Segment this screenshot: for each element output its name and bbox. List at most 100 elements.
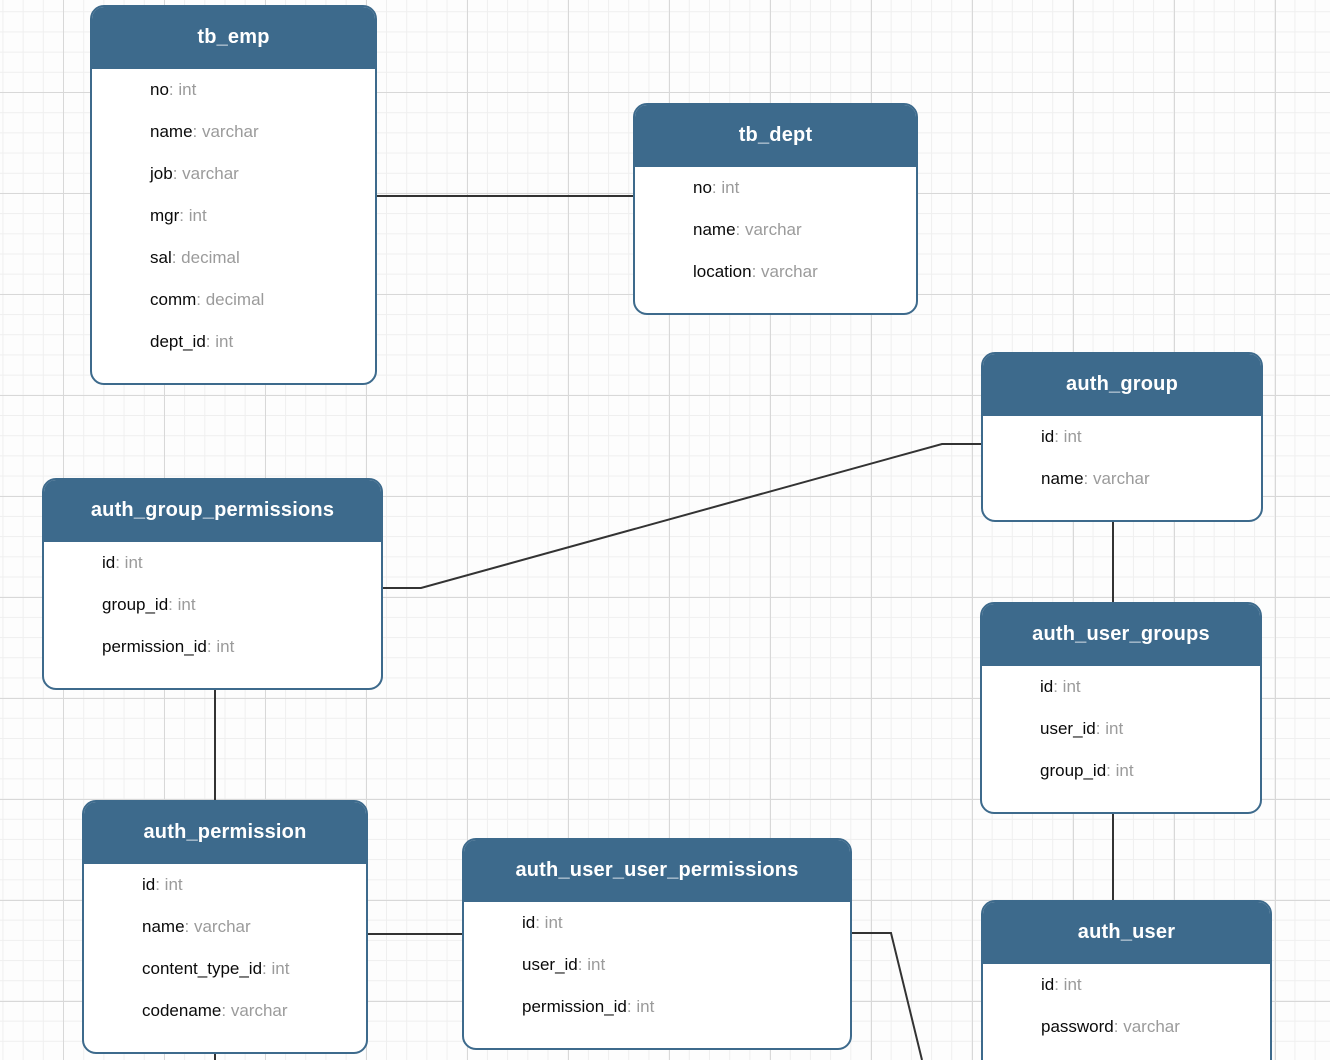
field-type: : int <box>205 332 234 351</box>
entity-title-bar[interactable]: auth_user_groups <box>982 604 1260 666</box>
field-row: id: int <box>522 902 844 944</box>
field-name: user_id <box>522 955 578 974</box>
entity-title: auth_user <box>1077 921 1176 943</box>
field-row: sal: decimal <box>150 237 369 279</box>
entity-title-bar[interactable]: auth_user <box>983 902 1270 964</box>
entity-title-bar[interactable]: tb_dept <box>635 105 916 167</box>
field-name: group_id <box>1040 761 1107 780</box>
field-name: job <box>150 164 173 183</box>
field-name: name <box>150 122 193 141</box>
field-type: : int <box>577 955 606 974</box>
field-row: comm: decimal <box>150 279 369 321</box>
field-name: sal <box>150 248 172 267</box>
entity-title: auth_user_user_permissions <box>515 859 799 881</box>
field-name: permission_id <box>102 637 207 656</box>
entity-title: auth_group <box>1066 373 1178 395</box>
entity-title: tb_emp <box>197 26 270 48</box>
field-type: : varchar <box>221 1001 288 1020</box>
field-row: id: int <box>102 542 375 584</box>
field-row: name: varchar <box>693 209 910 251</box>
entity-title-bar[interactable]: auth_group_permissions <box>44 480 381 542</box>
field-name: name <box>1041 469 1084 488</box>
field-name: permission_id <box>522 997 627 1016</box>
field-row: content_type_id: int <box>142 948 360 990</box>
entity-title: auth_group_permissions <box>90 499 335 521</box>
field-row: no: int <box>693 167 910 209</box>
field-row: dept_id: int <box>150 321 369 363</box>
field-name: no <box>150 80 169 99</box>
field-type: : int <box>155 875 183 894</box>
field-type: : varchar <box>1083 469 1150 488</box>
field-type: : int <box>168 595 196 614</box>
field-type: : int <box>115 553 143 572</box>
field-row: codename: varchar <box>142 990 360 1032</box>
entity-title-bar[interactable]: auth_group <box>983 354 1261 416</box>
field-row: name: varchar <box>150 111 369 153</box>
field-row: group_id: int <box>1040 750 1254 792</box>
field-row: permission_id: int <box>522 986 844 1028</box>
field-type: : int <box>206 637 235 656</box>
field-type: : int <box>626 997 655 1016</box>
field-row: id: int <box>1040 666 1254 708</box>
field-name: id <box>142 875 156 894</box>
field-type: : int <box>1095 719 1124 738</box>
field-type: : int <box>1053 677 1081 696</box>
entity-title: auth_permission <box>143 821 307 843</box>
field-name: dept_id <box>150 332 206 351</box>
field-row: id: int <box>1041 416 1255 458</box>
field-row: user_id: int <box>1040 708 1254 750</box>
field-row: location: varchar <box>693 251 910 293</box>
relationship-auth_group_permissions-auth_group[interactable] <box>383 443 981 589</box>
field-name: id <box>102 553 116 572</box>
field-row: last_login: datetime <box>1041 1048 1264 1060</box>
field-type: : int <box>262 959 290 978</box>
field-type: : decimal <box>196 290 265 309</box>
entity-title-bar[interactable]: auth_user_user_permissions <box>464 840 850 902</box>
field-row: permission_id: int <box>102 626 375 668</box>
field-row: user_id: int <box>522 944 844 986</box>
field-name: location <box>693 262 752 281</box>
field-name: comm <box>150 290 197 309</box>
field-type: : varchar <box>192 122 259 141</box>
field-type: : int <box>1054 427 1082 446</box>
field-type: : varchar <box>1113 1017 1180 1036</box>
field-name: content_type_id <box>142 959 263 978</box>
field-type: : int <box>179 206 207 225</box>
field-name: codename <box>142 1001 222 1020</box>
entity-title-bar[interactable]: auth_permission <box>84 802 366 864</box>
relationship-auth_user_user_permissions-auth_user[interactable] <box>850 932 923 1060</box>
field-row: id: int <box>1041 964 1264 1006</box>
entity-title: tb_dept <box>738 124 813 146</box>
field-type: : varchar <box>184 917 251 936</box>
field-type: : decimal <box>171 248 240 267</box>
entity-title-bar[interactable]: tb_emp <box>92 7 375 69</box>
field-row: name: varchar <box>142 906 360 948</box>
field-name: name <box>693 220 736 239</box>
field-row: name: varchar <box>1041 458 1255 500</box>
field-type: : int <box>535 913 563 932</box>
field-row: mgr: int <box>150 195 369 237</box>
field-name: id <box>522 913 536 932</box>
field-row: id: int <box>142 864 360 906</box>
field-type: : int <box>168 80 197 99</box>
field-type: : varchar <box>172 164 239 183</box>
field-type: : varchar <box>751 262 818 281</box>
field-type: : int <box>711 178 740 197</box>
field-row: job: varchar <box>150 153 369 195</box>
field-name: id <box>1041 975 1055 994</box>
field-name: id <box>1041 427 1055 446</box>
